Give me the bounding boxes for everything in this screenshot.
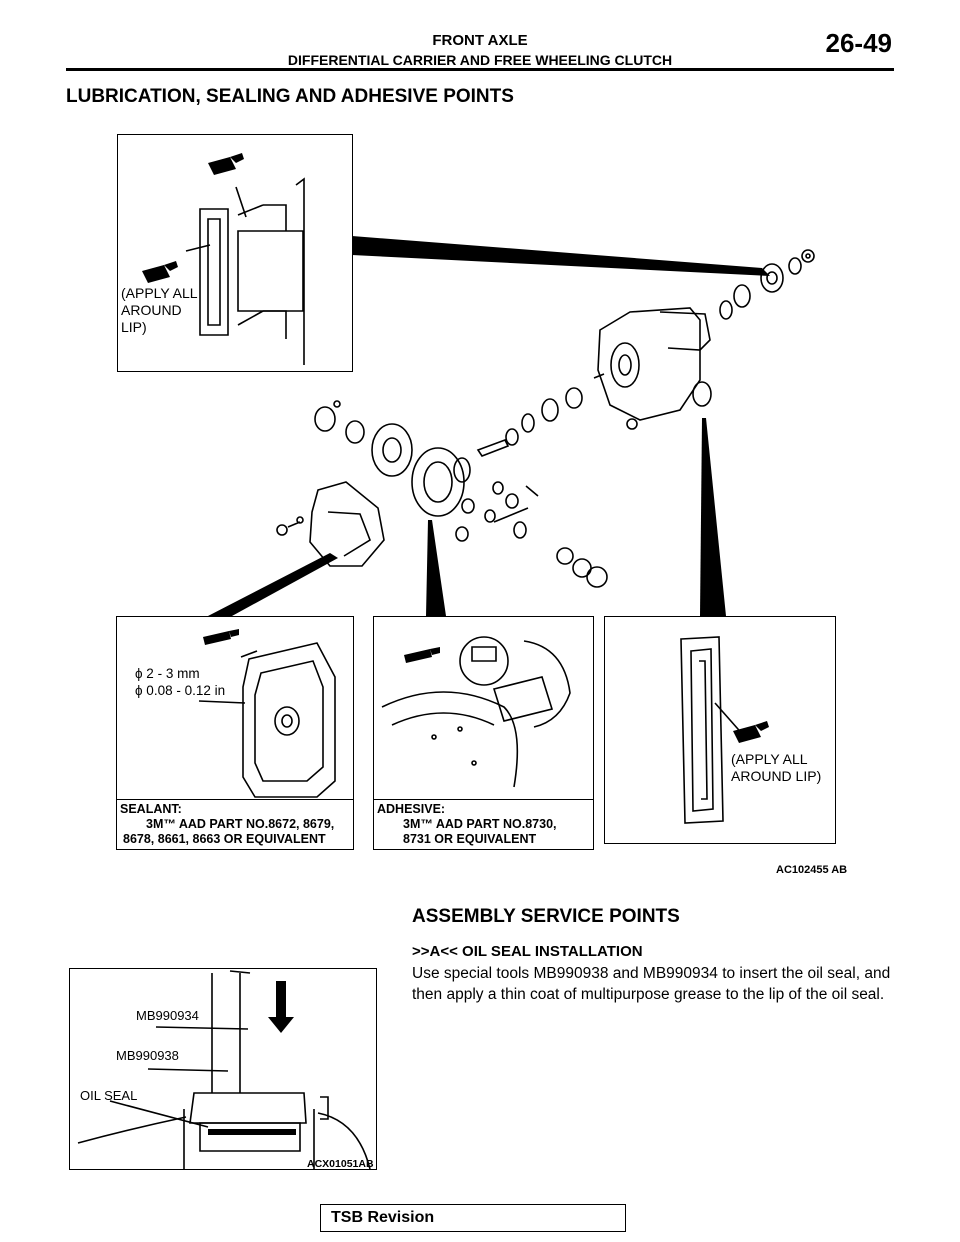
- right-seal-panel: (APPLY ALL AROUND LIP): [604, 616, 836, 844]
- sealant-bead-in: ϕ 0.08 - 0.12 in: [135, 683, 226, 698]
- oil-seal-install-drawing: [77, 970, 371, 1170]
- leader-wedge-center: [426, 520, 446, 616]
- label-mb990934: MB990934: [136, 1008, 199, 1023]
- adhesive-note: ADHESIVE: 3M™ AAD PART NO.8730, 8731 OR …: [374, 799, 593, 849]
- sealant-line2: 8678, 8661, 8663 OR EQUIVALENT: [123, 832, 326, 846]
- right-apply-line2: AROUND LIP): [731, 768, 822, 784]
- sealant-panel: ϕ 2 - 3 mm ϕ 0.08 - 0.12 in SEALANT: 3M™…: [116, 616, 354, 850]
- page-number: 26-49: [825, 28, 893, 58]
- grease-gun-icon-2: [142, 261, 178, 283]
- figure2-code: ACX01051AB: [307, 1158, 374, 1170]
- top-detail-panel: (APPLY ALL AROUND LIP): [117, 134, 353, 372]
- label-oil-seal: OIL SEAL: [80, 1088, 138, 1103]
- sealant-tube-icon: [203, 629, 239, 645]
- apply-around-lip-line3: LIP): [121, 319, 147, 335]
- assembly-subtitle: >>A<< OIL SEAL INSTALLATION: [412, 943, 643, 960]
- section-title: FRONT AXLE: [432, 32, 528, 49]
- assembly-body: Use special tools MB990938 and MB990934 …: [412, 965, 891, 1003]
- figure-code: AC102455 AB: [776, 864, 848, 876]
- sealant-detail-drawing: [198, 629, 336, 798]
- press-direction-arrow: [268, 981, 294, 1033]
- adhesive-line1: 3M™ AAD PART NO.8730,: [403, 817, 557, 831]
- oil-seal-detail-drawing: [142, 153, 305, 365]
- leader-wedge-top: [352, 236, 770, 276]
- assembly-title: ASSEMBLY SERVICE POINTS: [412, 906, 680, 927]
- right-apply-line1: (APPLY ALL: [731, 751, 808, 767]
- grease-gun-icon-3: [733, 721, 769, 743]
- oil-seal-install-figure: MB990934 MB990938 OIL SEAL: [69, 968, 377, 1170]
- adhesive-heading: ADHESIVE:: [377, 802, 446, 816]
- sealant-line1: 3M™ AAD PART NO.8672, 8679,: [146, 817, 335, 831]
- grease-gun-icon-1: [208, 153, 244, 175]
- adhesive-detail-drawing: [381, 636, 571, 788]
- header-rule: [66, 68, 894, 71]
- sealant-note: SEALANT: 3M™ AAD PART NO.8672, 8679, 867…: [117, 799, 353, 849]
- lubrication-title: LUBRICATION, SEALING AND ADHESIVE POINTS: [66, 86, 514, 107]
- label-mb990938: MB990938: [116, 1048, 179, 1063]
- adhesive-line2: 8731 OR EQUIVALENT: [403, 832, 537, 846]
- adhesive-panel: ADHESIVE: 3M™ AAD PART NO.8730, 8731 OR …: [373, 616, 594, 850]
- sealant-heading: SEALANT:: [120, 802, 182, 816]
- adhesive-tube-icon: [404, 647, 440, 663]
- right-seal-drawing: [680, 636, 769, 824]
- leader-wedge-right: [700, 418, 726, 616]
- leader-wedge-left: [208, 553, 338, 616]
- apply-around-lip-line2: AROUND: [121, 302, 182, 318]
- apply-around-lip-line1: (APPLY ALL: [121, 285, 198, 301]
- subsection-title: DIFFERENTIAL CARRIER AND FREE WHEELING C…: [287, 52, 673, 68]
- tsb-revision: TSB Revision: [320, 1204, 626, 1232]
- sealant-bead-mm: ϕ 2 - 3 mm: [135, 666, 200, 681]
